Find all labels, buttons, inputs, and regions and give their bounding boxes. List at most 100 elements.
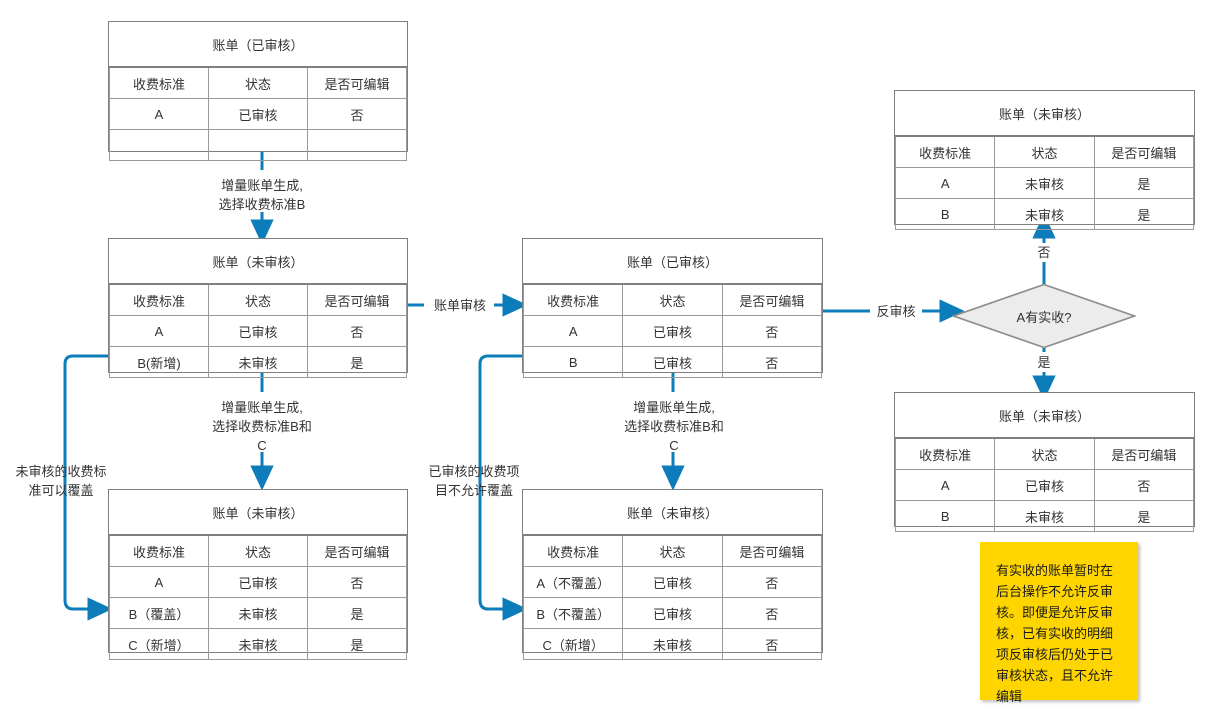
table-row: B（不覆盖） 已审核 否 (522, 597, 823, 629)
table-row (109, 129, 407, 161)
cell-standard: A (109, 98, 209, 130)
column-header: 状态 (208, 284, 308, 316)
table-row: A 已审核 否 (894, 469, 1195, 501)
cell-status: 未审核 (994, 198, 1095, 230)
cell-status: 未审核 (208, 346, 308, 378)
cell-status: 未审核 (208, 597, 308, 629)
cell-standard: A（不覆盖） (522, 566, 624, 598)
cell-editable: 否 (307, 315, 407, 347)
cell-editable: 否 (307, 566, 407, 598)
table-title: 账单（未审核） (895, 91, 1194, 137)
cell-status: 已审核 (208, 98, 308, 130)
table-row: C（新增） 未审核 是 (109, 628, 407, 660)
cell-editable: 否 (721, 628, 823, 660)
table-bill-unaudited-b-added: 账单（未审核） 收费标准 状态 是否可编辑 A 已审核 否 B(新增) 未审核 … (108, 238, 408, 378)
table-row: B 未审核 是 (894, 198, 1195, 230)
sticky-note: 有实收的账单暂时在后台操作不允许反审核。即便是允许反审核，已有实收的明细项反审核… (980, 542, 1138, 704)
cell-editable: 否 (721, 315, 823, 347)
table-title: 账单（已审核） (523, 239, 822, 285)
table-row: A 已审核 否 (109, 315, 407, 347)
table-row: B(新增) 未审核 是 (109, 346, 407, 378)
table-row: A（不覆盖） 已审核 否 (522, 566, 823, 598)
table-bill-unaudited-a-paid: 账单（未审核） 收费标准 状态 是否可编辑 A 已审核 否 B 未审核 是 (894, 392, 1195, 532)
cell-status: 已审核 (994, 469, 1095, 501)
cell-standard: C（新增） (522, 628, 624, 660)
cell-standard: A (894, 469, 996, 501)
column-header: 收费标准 (109, 67, 209, 99)
column-header: 收费标准 (109, 284, 209, 316)
table-title: 账单（未审核） (895, 393, 1194, 439)
decision-label-yes: 是 (1037, 355, 1051, 370)
cell-status: 未审核 (208, 628, 308, 660)
cell-editable: 否 (721, 346, 823, 378)
table-row: B 已审核 否 (522, 346, 823, 378)
cell-editable: 否 (1093, 469, 1195, 501)
cell-status: 已审核 (208, 315, 308, 347)
cell-editable: 否 (721, 566, 823, 598)
decision-a-has-payment: A有实收? (951, 283, 1137, 349)
decision-label-no: 否 (1037, 245, 1051, 260)
cell-standard: A (894, 167, 996, 199)
cell-standard: B (894, 500, 996, 532)
cell-standard: B（不覆盖） (522, 597, 624, 629)
edge-label-incremental-bc-mid: 增量账单生成, 选择收费标准B和 C (624, 400, 724, 453)
cell-status: 已审核 (622, 566, 723, 598)
edge-label-incremental-b: 增量账单生成, 选择收费标准B (218, 178, 306, 212)
column-header: 状态 (994, 438, 1095, 470)
table-bill-audited-ab: 账单（已审核） 收费标准 状态 是否可编辑 A 已审核 否 B 已审核 否 (522, 238, 823, 378)
cell-status: 未审核 (622, 628, 723, 660)
cell-standard: A (522, 315, 624, 347)
cell-standard: A (109, 315, 209, 347)
edge-label-reverse-audit: 反审核 (876, 304, 916, 319)
table-row: C（新增） 未审核 否 (522, 628, 823, 660)
cell-editable: 是 (307, 346, 407, 378)
column-header: 是否可编辑 (721, 535, 823, 567)
cell-editable: 否 (721, 597, 823, 629)
cell-editable: 是 (1093, 167, 1195, 199)
cell-editable: 是 (1093, 500, 1195, 532)
table-row: A 已审核 否 (522, 315, 823, 347)
cell-standard: B (522, 346, 624, 378)
column-header: 是否可编辑 (1093, 438, 1195, 470)
edge-label-audited-no-override: 已审核的收费项 目不允许覆盖 (428, 464, 520, 498)
edge-label-bill-audit: 账单审核 (433, 298, 486, 313)
cell-status: 未审核 (994, 500, 1095, 532)
column-header: 是否可编辑 (307, 67, 407, 99)
cell-status (208, 129, 308, 161)
cell-status: 已审核 (208, 566, 308, 598)
table-row: A 未审核 是 (894, 167, 1195, 199)
cell-editable: 是 (307, 597, 407, 629)
table-title: 账单（未审核） (109, 490, 407, 536)
table-title: 账单（未审核） (523, 490, 822, 536)
cell-standard: B(新增) (109, 346, 209, 378)
table-bill-audited-initial: 账单（已审核） 收费标准 状态 是否可编辑 A 已审核 否 (108, 21, 408, 161)
cell-editable: 否 (307, 98, 407, 130)
edge-label-unaudited-can-override: 未审核的收费标 准可以覆盖 (15, 464, 107, 498)
table-title: 账单（已审核） (109, 22, 407, 68)
cell-editable: 是 (307, 628, 407, 660)
cell-standard (109, 129, 209, 161)
cell-status: 已审核 (622, 315, 723, 347)
decision-label: A有实收? (1016, 309, 1072, 325)
cell-standard: C（新增） (109, 628, 209, 660)
table-bill-unaudited-reversed: 账单（未审核） 收费标准 状态 是否可编辑 A 未审核 是 B 未审核 是 (894, 90, 1195, 230)
column-header: 是否可编辑 (307, 284, 407, 316)
cell-status: 已审核 (622, 346, 723, 378)
column-header: 是否可编辑 (1093, 136, 1195, 168)
cell-standard: B (894, 198, 996, 230)
column-header: 收费标准 (522, 284, 624, 316)
cell-status: 未审核 (994, 167, 1095, 199)
table-title: 账单（未审核） (109, 239, 407, 285)
cell-standard: B（覆盖） (109, 597, 209, 629)
edge-label-incremental-bc-left: 增量账单生成, 选择收费标准B和 C (212, 400, 312, 453)
column-header: 收费标准 (109, 535, 209, 567)
column-header: 收费标准 (894, 438, 996, 470)
table-bill-unaudited-no-override: 账单（未审核） 收费标准 状态 是否可编辑 A（不覆盖） 已审核 否 B（不覆盖… (522, 489, 823, 660)
column-header: 状态 (622, 284, 723, 316)
cell-editable: 是 (1093, 198, 1195, 230)
table-bill-unaudited-override: 账单（未审核） 收费标准 状态 是否可编辑 A 已审核 否 B（覆盖） 未审核 … (108, 489, 408, 660)
column-header: 是否可编辑 (307, 535, 407, 567)
column-header: 是否可编辑 (721, 284, 823, 316)
cell-status: 已审核 (622, 597, 723, 629)
